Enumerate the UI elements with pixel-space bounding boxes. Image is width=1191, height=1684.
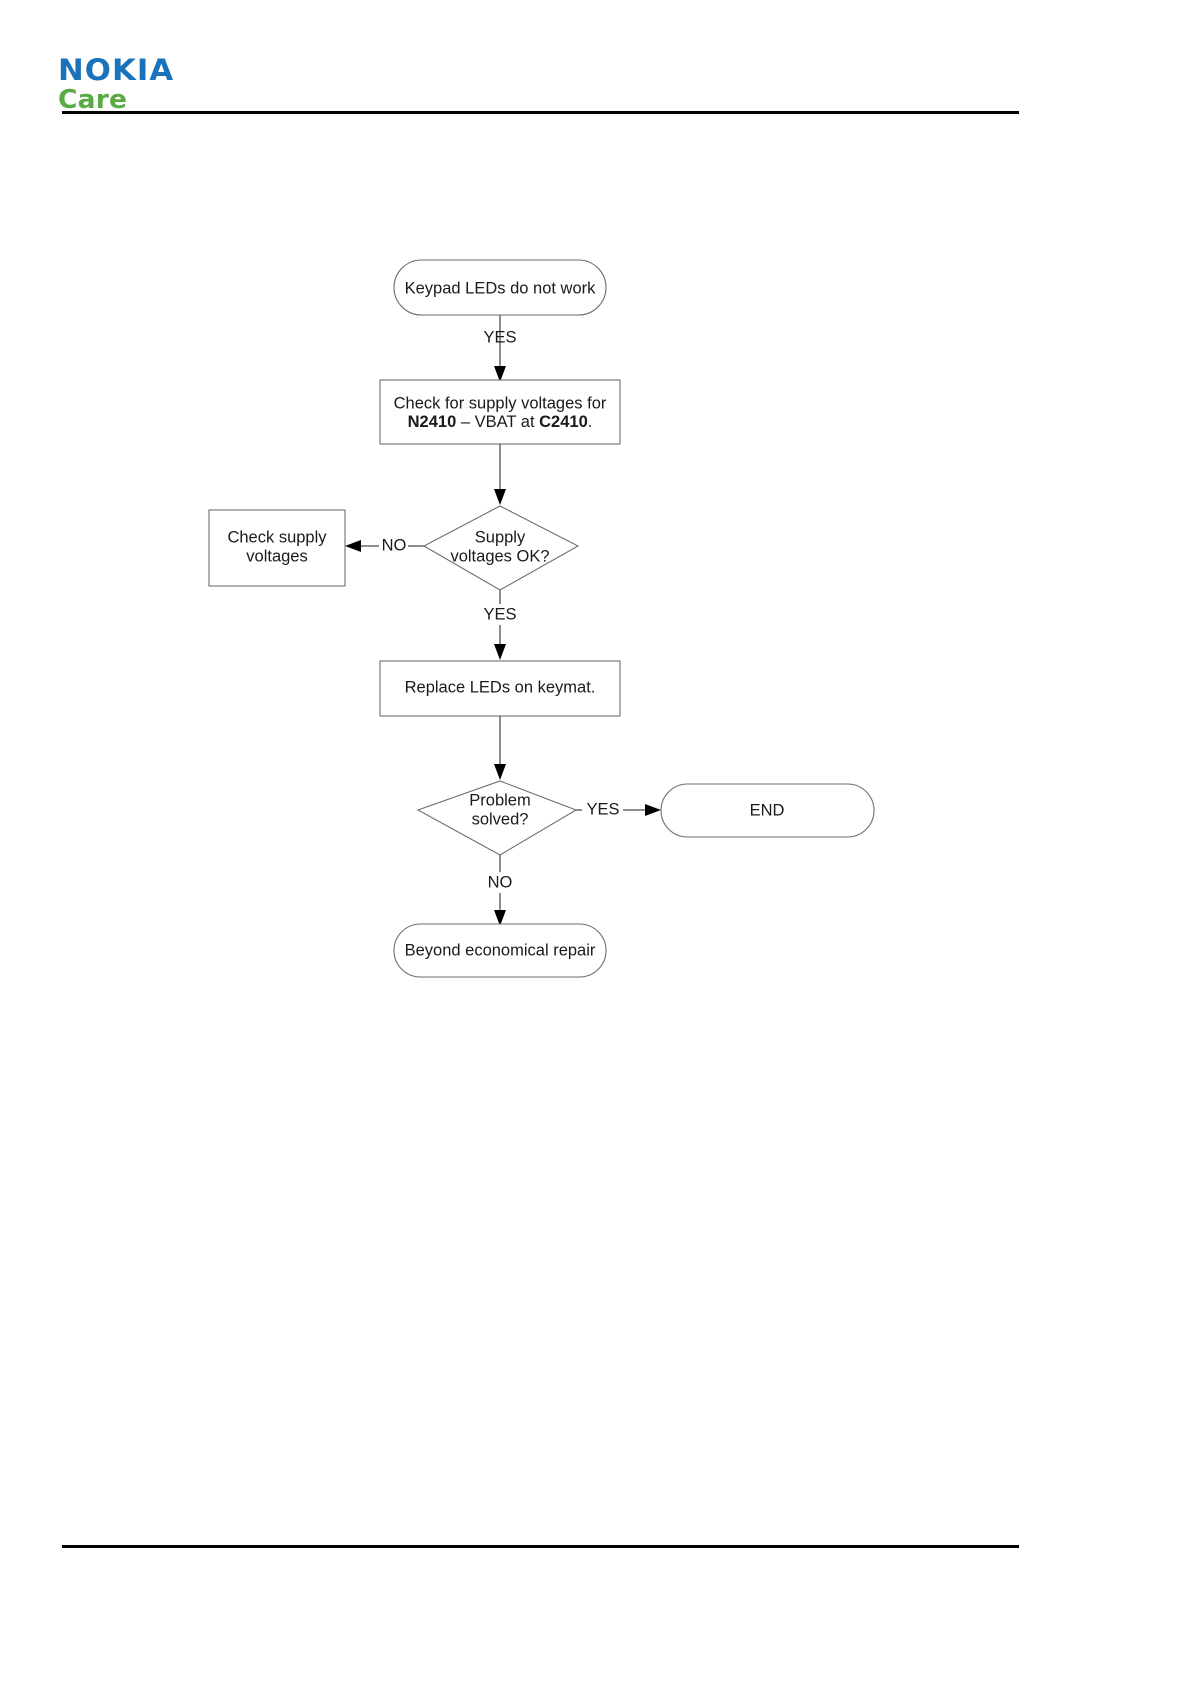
node-label-ber: Beyond economical repair [405, 941, 596, 959]
node-label-check-supply-line2: voltages [246, 547, 307, 565]
edge-label-no-supply: NO [382, 536, 407, 554]
node-label-check-supply-line1: Check supply [227, 528, 327, 546]
nokia-care-logo: NOKIA Care [58, 56, 173, 115]
edge-replace-leds-to-problem-solved [494, 716, 506, 780]
node-label-start: Keypad LEDs do not work [405, 279, 597, 297]
page-header: NOKIA Care [0, 0, 1191, 120]
ic-ref-c2410: C2410 [539, 413, 588, 431]
care-wordmark: Care [58, 85, 128, 115]
edge-supply-ok-to-replace-leds [494, 590, 506, 660]
node-problem-solved[interactable]: Problem solved? [416, 780, 578, 856]
node-label-problem-solved-line1: Problem [469, 791, 530, 809]
edge-problem-solved-to-ber [494, 855, 506, 926]
node-beyond-economical-repair[interactable]: Beyond economical repair [393, 923, 607, 978]
node-label-supply-ok-line2: voltages OK? [450, 547, 549, 565]
node-check-for-supply-voltages[interactable]: Check for supply voltages for N2410 – VB… [379, 379, 621, 445]
footer-divider [62, 1545, 1019, 1548]
node-label-check-voltages-line1: Check for supply voltages for [394, 394, 607, 412]
edge-check-voltages-to-supply-ok [494, 443, 506, 505]
nokia-wordmark: NOKIA [58, 53, 175, 87]
node-label-check-voltages-line2: N2410 – VBAT at C2410. [408, 413, 593, 431]
node-label-replace-leds: Replace LEDs on keymat. [405, 678, 596, 696]
node-label-end: END [750, 801, 785, 819]
edge-label-no-solved: NO [488, 873, 513, 891]
header-divider [62, 111, 1019, 114]
node-keypad-leds-do-not-work[interactable]: Keypad LEDs do not work [393, 259, 607, 316]
node-supply-voltages-ok[interactable]: Supply voltages OK? [422, 505, 580, 591]
node-end[interactable]: END [660, 783, 875, 838]
vbat-text: – VBAT at [456, 413, 539, 431]
period-text: . [588, 413, 593, 431]
node-label-supply-ok-line1: Supply [475, 528, 526, 546]
edge-supply-ok-to-check-supply [345, 540, 424, 552]
node-replace-leds-on-keymat[interactable]: Replace LEDs on keymat. [379, 660, 621, 717]
edge-label-yes-supply: YES [483, 605, 516, 623]
node-check-supply-voltages-action[interactable]: Check supply voltages [208, 509, 346, 587]
node-label-problem-solved-line2: solved? [472, 810, 529, 828]
edge-start-to-check-voltages [494, 315, 506, 382]
edge-label-yes-start: YES [483, 328, 516, 346]
edge-label-yes-solved: YES [586, 800, 619, 818]
ic-ref-n2410: N2410 [408, 413, 457, 431]
